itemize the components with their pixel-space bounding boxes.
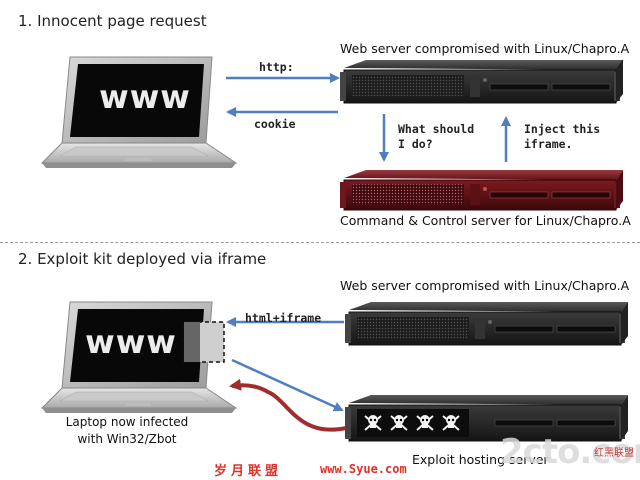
ask-label: What should I do? <box>398 122 474 152</box>
watermark-url: www.Syue.com <box>320 462 407 476</box>
http-label: http: <box>259 60 294 74</box>
exploit-arrows <box>226 317 347 432</box>
web-server-caption-2: Web server compromised with Linux/Chapro… <box>340 278 630 293</box>
web-server-icon-2 <box>345 302 628 346</box>
watermark-chinese: 岁月联盟 <box>214 464 283 479</box>
infection-arrow-icon <box>229 378 347 432</box>
web-server-caption: Web server compromised with Linux/Chapro… <box>340 41 630 56</box>
request-arrows <box>226 73 340 117</box>
html-iframe-label: html+iframe <box>245 311 322 325</box>
cc-server-icon <box>340 170 623 211</box>
ask-label-line2: I do? <box>398 137 433 151</box>
ask-label-line1: What should <box>398 122 475 136</box>
laptop-infected-caption: Laptop now infected with Win32/Zbot <box>52 414 202 448</box>
laptop-icon <box>40 56 238 168</box>
section-divider <box>0 242 640 243</box>
inject-label-line2: iframe. <box>524 137 573 151</box>
watermark-logo: 2cto.com <box>500 432 640 472</box>
laptop-caption-line1: Laptop now infected <box>65 415 189 429</box>
inject-label-line1: Inject this <box>524 122 601 136</box>
exploit-server-caption: Exploit hosting server <box>412 452 549 467</box>
exploit-server-icon <box>345 395 628 442</box>
cc-server-caption: Command & Control server for Linux/Chapr… <box>340 213 631 228</box>
watermark-logo-cn: 红黑联盟 <box>594 448 634 459</box>
section1-title: 1. Innocent page request <box>18 12 207 30</box>
laptop-screen-text-2: www <box>85 323 177 361</box>
skull-icon <box>364 415 382 431</box>
skull-icon <box>416 415 434 431</box>
laptop-infected-icon <box>40 301 238 413</box>
skull-icon <box>390 415 408 431</box>
cookie-label: cookie <box>254 117 296 131</box>
skull-icon <box>442 415 460 431</box>
section2-title: 2. Exploit kit deployed via iframe <box>18 250 267 268</box>
laptop-caption-line2: with Win32/Zbot <box>77 432 177 446</box>
web-server-icon <box>340 59 624 104</box>
command-arrows <box>379 114 511 162</box>
laptop-screen-text: www <box>99 78 191 116</box>
inject-label: Inject this iframe. <box>524 122 600 152</box>
exploit-request-arrow-icon <box>231 358 344 412</box>
